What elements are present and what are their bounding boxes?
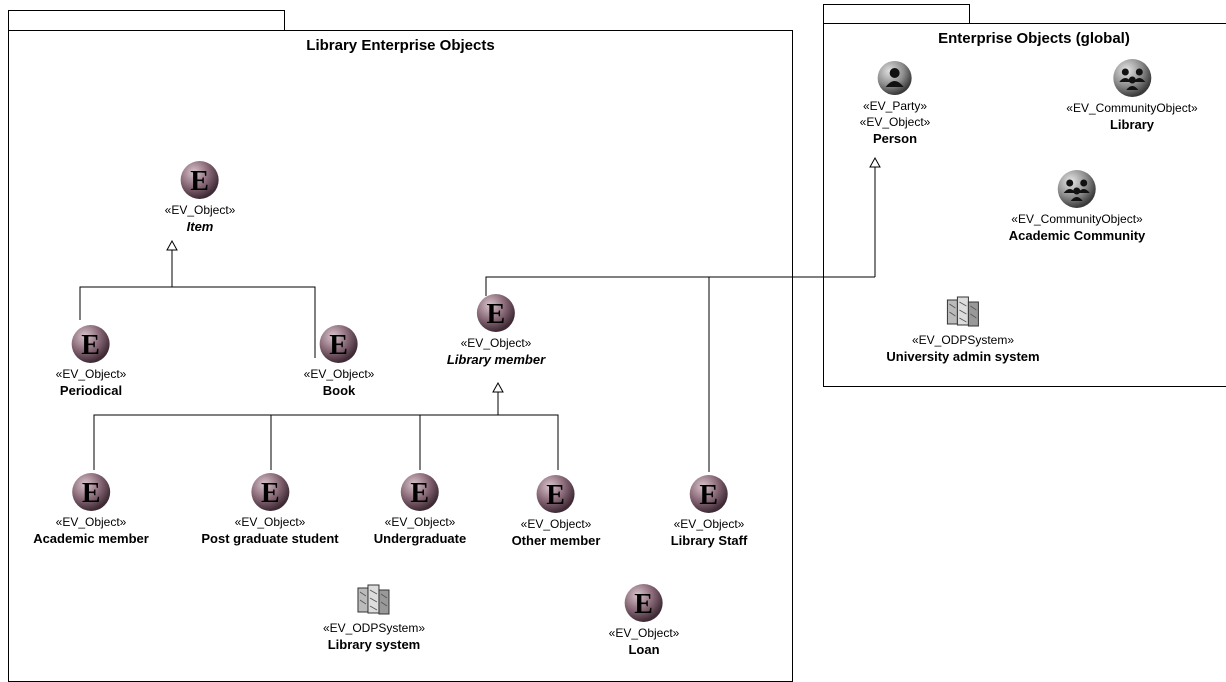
library-member-stereotype: «EV_Object»	[460, 336, 532, 350]
academic-community-node[interactable]: «EV_CommunityObject» Academic Community	[1008, 169, 1146, 245]
library-staff-stereotype: «EV_Object»	[673, 517, 745, 531]
library-system-name: Library system	[327, 637, 421, 652]
undergraduate-name: Undergraduate	[373, 531, 467, 546]
person-name: Person	[872, 131, 918, 146]
person-stereotype-party: «EV_Party»	[862, 99, 928, 113]
library-community-stereotype: «EV_CommunityObject»	[1066, 101, 1198, 115]
enterprise-object-icon: E	[251, 473, 289, 511]
item-stereotype: «EV_Object»	[164, 203, 236, 217]
periodical-node[interactable]: E «EV_Object» Periodical	[55, 324, 127, 400]
enterprise-object-icon: E	[689, 475, 728, 513]
relationship-lines	[79, 156, 881, 472]
enterprise-object-icon: E	[181, 161, 219, 199]
generalization-item-arrowhead	[166, 239, 178, 251]
global-package-tab	[823, 4, 970, 24]
person-node[interactable]: «EV_Party» «EV_Object» Person	[859, 60, 931, 148]
library-member-name: Library member	[446, 352, 546, 367]
generalization-academic-member	[93, 414, 498, 470]
community-object-icon	[1057, 170, 1096, 208]
academic-member-name: Academic member	[33, 531, 149, 546]
other-member-name: Other member	[511, 533, 601, 548]
library-staff-node[interactable]: E «EV_Object» Library Staff	[670, 474, 748, 550]
enterprise-object-icon: E	[401, 473, 439, 511]
undergraduate-stereotype: «EV_Object»	[384, 515, 456, 529]
generalization-library-member-person	[485, 276, 875, 296]
svg-text:E: E	[700, 480, 719, 511]
party-icon	[878, 61, 912, 95]
academic-community-name: Academic Community	[1008, 228, 1146, 243]
svg-text:E: E	[411, 478, 430, 509]
library-package-title: Library Enterprise Objects	[306, 37, 495, 54]
periodical-stereotype: «EV_Object»	[55, 367, 127, 381]
library-community-node[interactable]: «EV_CommunityObject» Library	[1066, 58, 1198, 134]
book-stereotype: «EV_Object»	[303, 367, 375, 381]
undergraduate-node[interactable]: E «EV_Object» Undergraduate	[374, 472, 466, 548]
book-name: Book	[322, 383, 356, 398]
enterprise-object-icon: E	[72, 473, 110, 511]
item-node[interactable]: E «EV_Object» Item	[164, 160, 236, 236]
university-admin-system-stereotype: «EV_ODPSystem»	[911, 333, 1015, 347]
other-member-stereotype: «EV_Object»	[520, 517, 592, 531]
global-package-title: Enterprise Objects (global)	[938, 30, 1130, 47]
community-object-icon	[1112, 59, 1151, 97]
svg-text:E: E	[487, 299, 506, 330]
generalization-other-member	[498, 414, 559, 470]
post-graduate-student-stereotype: «EV_Object»	[234, 515, 306, 529]
enterprise-object-icon: E	[476, 294, 515, 332]
book-node[interactable]: E «EV_Object» Book	[303, 324, 375, 400]
library-staff-name: Library Staff	[670, 533, 748, 548]
academic-member-stereotype: «EV_Object»	[55, 515, 127, 529]
enterprise-object-icon: E	[537, 475, 575, 513]
loan-stereotype: «EV_Object»	[608, 626, 680, 640]
generalization-book-item	[172, 286, 316, 358]
generalization-periodical-item	[79, 286, 172, 320]
odp-system-icon	[946, 296, 979, 327]
library-community-name: Library	[1109, 117, 1155, 132]
university-admin-system-node[interactable]: «EV_ODPSystem» University admin system	[886, 294, 1040, 366]
enterprise-object-icon: E	[320, 325, 358, 363]
periodical-name: Periodical	[59, 383, 123, 398]
person-stereotype-object: «EV_Object»	[859, 115, 931, 129]
svg-text:E: E	[82, 330, 101, 361]
loan-node[interactable]: E «EV_Object» Loan	[608, 583, 680, 659]
post-graduate-student-node[interactable]: E «EV_Object» Post graduate student	[201, 472, 339, 548]
library-member-node[interactable]: E «EV_Object» Library member	[447, 293, 545, 369]
svg-text:E: E	[82, 478, 101, 509]
svg-text:E: E	[547, 480, 566, 511]
svg-text:E: E	[330, 330, 349, 361]
loan-name: Loan	[628, 642, 660, 657]
svg-text:E: E	[635, 589, 654, 620]
academic-member-node[interactable]: E «EV_Object» Academic member	[33, 472, 149, 548]
enterprise-object-icon: E	[72, 325, 110, 363]
library-package[interactable]: Library Enterprise Objects	[8, 30, 793, 682]
svg-text:E: E	[191, 166, 210, 197]
library-system-stereotype: «EV_ODPSystem»	[322, 621, 426, 635]
generalization-person-arrowhead	[869, 156, 881, 168]
item-name: Item	[186, 219, 214, 234]
university-admin-system-name: University admin system	[886, 349, 1040, 364]
svg-text:E: E	[261, 478, 280, 509]
library-package-tab	[8, 10, 285, 31]
other-member-node[interactable]: E «EV_Object» Other member	[511, 474, 601, 550]
post-graduate-student-name: Post graduate student	[201, 531, 339, 546]
generalization-library-member-arrowhead	[492, 381, 504, 393]
enterprise-object-icon: E	[625, 584, 663, 622]
academic-community-stereotype: «EV_CommunityObject»	[1011, 212, 1143, 226]
odp-system-icon	[357, 584, 390, 615]
library-system-node[interactable]: «EV_ODPSystem» Library system	[323, 582, 425, 654]
